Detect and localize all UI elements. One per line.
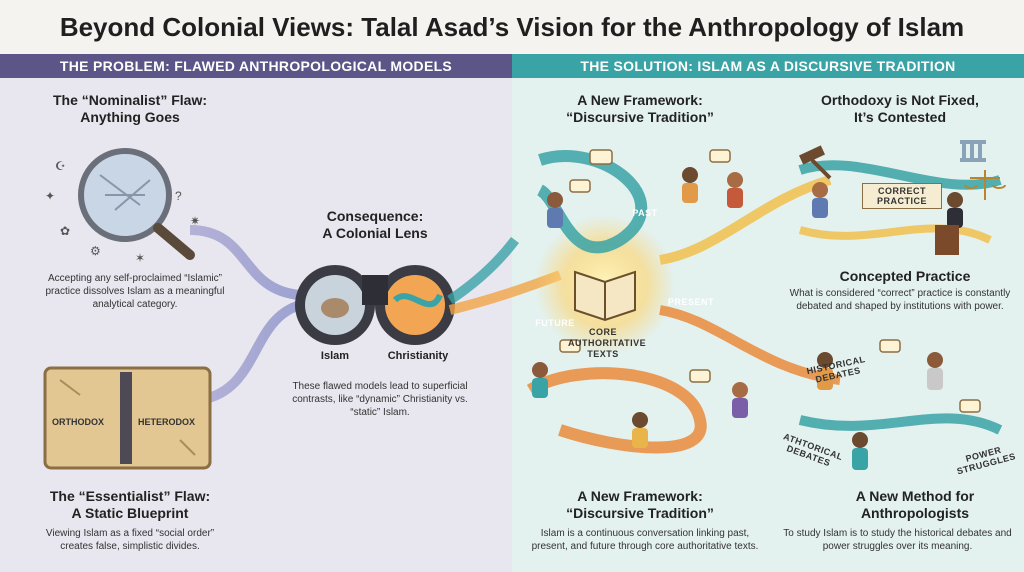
consequence-text: These flawed models lead to superficial … [292,381,468,418]
essentialist-heading: The “Essentialist” Flaw: A Static Bluepr… [49,488,211,521]
past-label: PAST [632,208,658,218]
contested-heading: Concepted Practice [839,268,971,284]
contested-text: What is considered “correct” practice is… [789,288,1011,312]
orthodoxy-heading: Orthodoxy is Not Fixed, It’s Contested [821,92,979,125]
podium-icon [935,225,959,255]
svg-text:✶: ✶ [135,251,145,265]
svg-text:✿: ✿ [60,224,70,238]
page-title: Beyond Colonial Views: Talal Asad’s Visi… [0,0,1024,54]
framework-top-heading: A New Framework: “Discursive Tradition” [566,92,714,125]
svg-text:✷: ✷ [190,214,200,228]
tablet-orthodox-label: ORTHODOX [52,417,105,427]
essentialist-text: Viewing Islam as a fixed “social order” … [45,528,215,552]
scales-icon [964,170,1006,200]
speech-bubble-icons [559,149,981,413]
svg-text:?: ? [175,189,182,203]
core-texts-label: CORE AUTHORITATIVE TEXTS [568,327,647,359]
svg-text:☪: ☪ [55,159,66,173]
illustration: ☪ ✦ ✿ ? ✷ ⚙ ✶ [43,140,1006,470]
problem-band: THE PROBLEM: FLAWED ANTHROPOLOGICAL MODE… [0,54,512,78]
lens-label-christianity: Christianity [387,350,449,362]
people-figures [532,167,963,470]
nominalist-heading: The “Nominalist” Flaw: Anything Goes [52,92,207,125]
present-label: PRESENT [667,297,714,307]
framework-bottom-heading: A New Framework: “Discursive Tradition” [566,488,714,521]
correct-practice-sign: CORRECT PRACTICE [862,183,942,209]
method-text: To study Islam is to study the historica… [783,528,1012,552]
framework-bottom-text: Islam is a continuous conversation linki… [531,528,759,552]
nominalist-text: Accepting any self-proclaimed “Islamic” … [45,273,225,310]
svg-text:✦: ✦ [45,189,55,203]
solution-band: THE SOLUTION: ISLAM AS A DISCURSIVE TRAD… [512,54,1024,78]
binoculars-icon [295,265,455,345]
pillar-building-icon [960,140,986,162]
svg-text:⚙: ⚙ [90,244,101,258]
future-label: FUTURE [535,318,575,328]
tablet-icon [43,366,212,470]
book-icon [574,270,636,322]
problem-streams [189,225,302,405]
tablet-heterodox-label: HETERODOX [138,417,196,427]
lens-label-islam: Islam [320,350,350,362]
consequence-heading: Consequence: A Colonial Lens [322,208,428,241]
method-heading: A New Method for Anthropologists [855,488,975,521]
gavel-icon [799,145,832,180]
magnifying-glass-icon: ☪ ✦ ✿ ? ✷ ⚙ ✶ [45,148,200,265]
